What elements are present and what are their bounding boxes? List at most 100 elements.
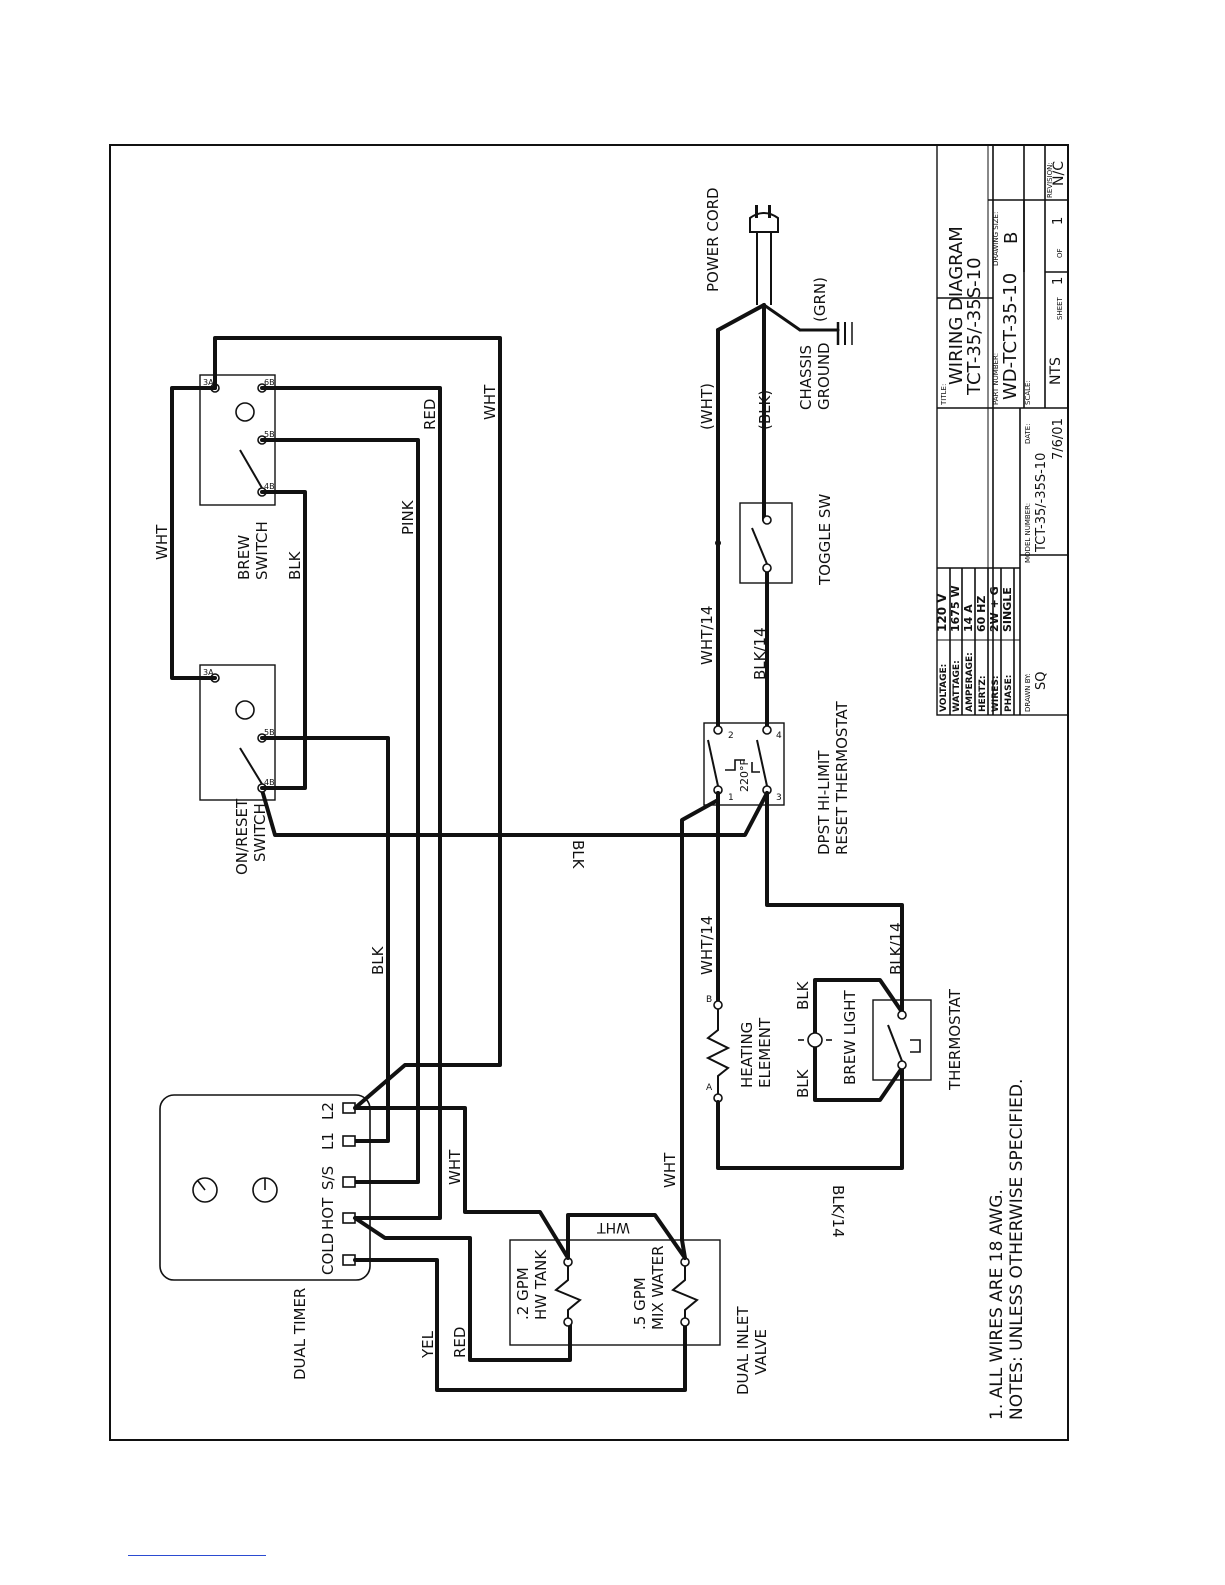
brew-light-label: BREW LIGHT bbox=[841, 990, 859, 1085]
terminal-label: 3A bbox=[203, 668, 214, 677]
wire-label-wht: WHT bbox=[481, 384, 499, 420]
power-cord bbox=[716, 205, 853, 345]
revision-label: REVISION: bbox=[1046, 162, 1054, 198]
spec-value: 120 V bbox=[935, 593, 949, 632]
chassis-ground-label: GROUND bbox=[815, 342, 833, 410]
wire-label-wht14: WHT/14 bbox=[698, 916, 716, 975]
valve-label: .2 GPM bbox=[514, 1267, 532, 1320]
wire-blk14-to-thermostat bbox=[765, 791, 904, 1014]
spec-value: 60 HZ bbox=[975, 596, 988, 632]
terminal-label: 3 bbox=[776, 793, 782, 803]
sheet-total: 1 bbox=[1051, 217, 1066, 225]
model-number-label: MODEL NUMBER: bbox=[1024, 503, 1032, 563]
spec-label: WATTAGE: bbox=[952, 660, 962, 712]
wire-wht-to-l2 bbox=[213, 336, 502, 1110]
brew-switch-label: SWITCH bbox=[253, 521, 271, 580]
part-number-label: PART NUMBER: bbox=[992, 353, 1000, 405]
footer-link-underline bbox=[128, 1555, 266, 1556]
drawing-size: B bbox=[1001, 232, 1022, 244]
dual-inlet-valve bbox=[509, 1239, 721, 1346]
wire-blk-to-l1 bbox=[260, 736, 390, 1143]
wire-label-wht: (WHT) bbox=[698, 383, 716, 430]
on-reset-switch: 3A 5B 4B bbox=[199, 664, 276, 801]
drawing-title: WIRING DIAGRAM bbox=[946, 226, 967, 385]
sheet-label: SHEET bbox=[1056, 296, 1064, 320]
wire-red-hot-to-valve bbox=[353, 1216, 572, 1362]
terminal-label: 6B bbox=[264, 378, 275, 387]
terminal-label: 4 bbox=[776, 731, 782, 741]
drawn-by-label: DRAWN BY: bbox=[1024, 673, 1032, 712]
valve-label: MIX WATER bbox=[649, 1245, 667, 1330]
revision: N/C bbox=[1051, 161, 1067, 186]
date: 7/6/01 bbox=[1051, 418, 1066, 460]
wire-label-blk14: BLK/14 bbox=[751, 627, 769, 680]
drawing-title-model: TCT-35/-35S-10 bbox=[964, 257, 985, 396]
heating-element: B A bbox=[705, 995, 731, 1103]
timer-terminal-label: COLD bbox=[319, 1233, 337, 1275]
wire-label-wht14: WHT/14 bbox=[698, 606, 716, 665]
wire-wht-valve-bridge bbox=[566, 1213, 687, 1260]
dual-timer-label: DUAL TIMER bbox=[291, 1288, 309, 1380]
heating-element-label: ELEMENT bbox=[756, 1017, 774, 1088]
on-reset-switch-label: ON/RESET bbox=[233, 798, 251, 875]
wire-red-to-hot bbox=[260, 386, 442, 1220]
sheet-number: 1 bbox=[1051, 277, 1066, 285]
wire-label-blk: BLK bbox=[794, 1068, 812, 1098]
terminal-label: 4B bbox=[264, 778, 275, 787]
thermostat-label: THERMOSTAT bbox=[946, 988, 964, 1091]
temperature-rating: 220°F bbox=[738, 759, 751, 792]
heating-element-label: HEATING bbox=[738, 1022, 756, 1088]
terminal-label: A bbox=[706, 1083, 713, 1093]
spec-value: 14 A bbox=[962, 604, 975, 632]
spec-table: VOLTAGE: 120 V WATTAGE: 1675 W AMPERAGE:… bbox=[935, 585, 1014, 712]
spec-label: HERTZ: bbox=[978, 676, 988, 712]
scale: NTS bbox=[1048, 357, 1064, 385]
timer-terminal-label: S/S bbox=[319, 1166, 337, 1190]
wire-label-yel: YEL bbox=[419, 1330, 437, 1359]
wire-label-red: RED bbox=[421, 399, 439, 430]
wire-label-wht: WHT bbox=[597, 1219, 630, 1235]
wire-pink-to-ss bbox=[260, 438, 420, 1184]
spec-label: PHASE: bbox=[1004, 675, 1014, 712]
drawing-size-label: DRAWING SIZE: bbox=[992, 212, 1000, 266]
wire-label-pink: PINK bbox=[399, 499, 417, 535]
terminal-label: 4B bbox=[264, 482, 275, 491]
part-number: WD-TCT-35-10 bbox=[1000, 273, 1021, 400]
wire-label-blk: BLK bbox=[286, 550, 304, 580]
terminal-label: B bbox=[706, 995, 712, 1005]
terminal-label: 3A bbox=[203, 378, 214, 387]
dual-inlet-valve-label: VALVE bbox=[752, 1329, 770, 1375]
wire-label-red: RED bbox=[451, 1327, 469, 1358]
title-block: VOLTAGE: 120 V WATTAGE: 1675 W AMPERAGE:… bbox=[935, 144, 1069, 716]
wire-blk-to-on-reset bbox=[260, 788, 769, 837]
drawing-border bbox=[109, 144, 1069, 1441]
spec-value: 2W + G bbox=[988, 586, 1001, 632]
notes-line: NOTES: UNLESS OTHERWISE SPECIFIED. bbox=[1007, 1079, 1027, 1420]
wire-wht-valve-feed bbox=[680, 1238, 687, 1260]
wire-wht-switch-bridge bbox=[170, 386, 217, 680]
valve-label: HW TANK bbox=[532, 1249, 550, 1320]
spec-label: WIRES: bbox=[991, 676, 1001, 712]
power-cord-label: POWER CORD bbox=[704, 187, 722, 292]
timer-terminal-label: L2 bbox=[319, 1102, 337, 1120]
wire-blk-switch-bridge bbox=[260, 490, 307, 790]
timer-terminal-label: HOT bbox=[319, 1197, 337, 1230]
wire-label-wht: WHT bbox=[446, 1149, 464, 1185]
dual-timer bbox=[159, 1094, 371, 1281]
scale-label: SCALE: bbox=[1024, 380, 1032, 405]
on-reset-switch-label: SWITCH bbox=[251, 803, 269, 862]
brew-switch-label: BREW bbox=[235, 535, 253, 580]
chassis-ground-label: CHASSIS bbox=[797, 345, 815, 410]
dpst-label: DPST HI-LIMIT bbox=[815, 750, 833, 855]
wire-label-blk: BLK bbox=[794, 980, 812, 1010]
wire-wht-l2-to-valve bbox=[353, 1106, 570, 1260]
timer-terminal-label: L1 bbox=[319, 1132, 337, 1150]
spec-value: SINGLE bbox=[1001, 587, 1014, 632]
wire-label-blk: BLK bbox=[569, 840, 587, 870]
dpst-label: RESET THERMOSTAT bbox=[833, 700, 851, 855]
valve-label: .5 GPM bbox=[631, 1277, 649, 1330]
toggle-switch-label: TOGGLE SW bbox=[816, 494, 834, 586]
thermostat bbox=[872, 999, 932, 1081]
ground-wire-color-label: (GRN) bbox=[811, 277, 829, 322]
